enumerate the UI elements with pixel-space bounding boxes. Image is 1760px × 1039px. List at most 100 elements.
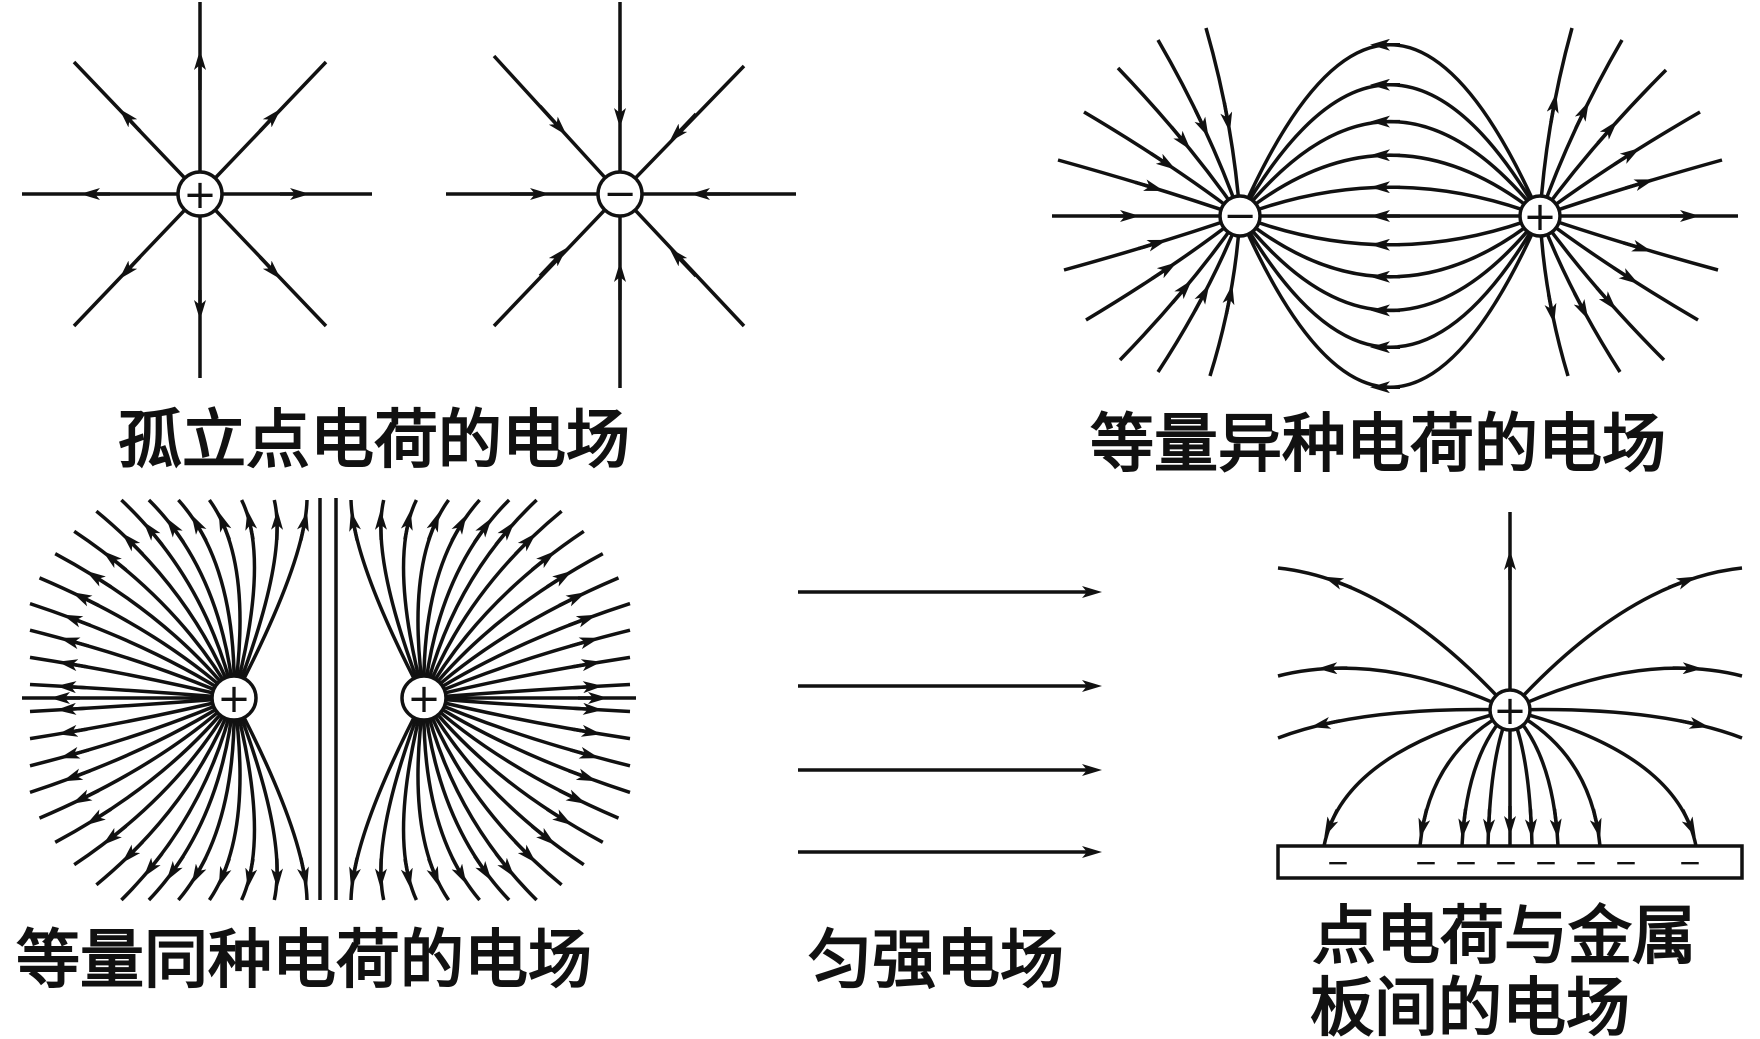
negative-charge: − bbox=[1218, 193, 1262, 239]
charge-sign: + bbox=[217, 676, 251, 722]
field-line bbox=[1239, 185, 1541, 218]
field-line bbox=[422, 576, 620, 700]
arrowhead bbox=[85, 807, 112, 826]
arrowhead bbox=[349, 857, 361, 888]
field-line bbox=[29, 696, 235, 795]
induced-charge: − bbox=[1326, 846, 1349, 879]
arrowhead bbox=[1222, 284, 1235, 315]
field-line bbox=[423, 696, 631, 795]
caption-like-charges: 等量同种电荷的电场 bbox=[16, 924, 592, 998]
field-line bbox=[422, 696, 620, 820]
arrowhead bbox=[571, 659, 602, 672]
arrowhead bbox=[1149, 151, 1176, 170]
uniform-field bbox=[798, 586, 1102, 858]
arrowhead bbox=[513, 532, 537, 556]
field-line bbox=[1238, 215, 1542, 349]
field-line bbox=[1322, 708, 1511, 847]
induced-charge: − bbox=[1614, 846, 1637, 879]
arrowhead bbox=[450, 514, 467, 542]
arrowhead bbox=[531, 824, 556, 846]
field-line bbox=[38, 696, 236, 820]
positive-charge: + bbox=[1518, 194, 1562, 240]
field-line bbox=[423, 601, 631, 700]
arrowhead bbox=[1596, 120, 1618, 145]
field-line bbox=[1208, 215, 1242, 377]
arrowhead bbox=[558, 592, 587, 608]
caption-isolated-charge: 孤立点电荷的电场 bbox=[118, 404, 630, 478]
isolated-positive-charge-field: + bbox=[22, 2, 372, 378]
arrowhead bbox=[568, 614, 597, 628]
field-line bbox=[1277, 707, 1511, 740]
field-line bbox=[422, 697, 538, 902]
field-line bbox=[423, 628, 631, 700]
field-line bbox=[422, 498, 538, 699]
arrowhead bbox=[426, 511, 440, 541]
arrowhead bbox=[245, 510, 258, 540]
charge-sign: + bbox=[1523, 194, 1557, 240]
field-line bbox=[147, 498, 236, 699]
caption-opposite-charges: 等量异种电荷的电场 bbox=[1090, 408, 1666, 482]
field-line bbox=[423, 682, 631, 700]
arrowhead bbox=[1549, 808, 1562, 839]
arrowhead bbox=[119, 255, 142, 280]
caption-uniform-field: 匀强电场 bbox=[808, 924, 1064, 998]
charge-sign: + bbox=[1493, 688, 1527, 734]
arrowhead bbox=[102, 824, 127, 846]
field-line bbox=[147, 697, 236, 902]
caption-plate-line2: 板间的电场 bbox=[1310, 972, 1630, 1039]
field-line bbox=[423, 696, 631, 741]
induced-charge: − bbox=[1678, 846, 1701, 879]
arrowhead bbox=[1546, 92, 1559, 123]
arrowhead bbox=[191, 856, 208, 885]
field-line bbox=[1239, 214, 1541, 247]
field-line bbox=[1277, 566, 1512, 712]
arrowhead bbox=[218, 857, 232, 887]
arrowhead bbox=[570, 746, 600, 759]
arrowhead bbox=[121, 532, 145, 556]
arrowhead bbox=[166, 855, 185, 881]
arrowhead bbox=[191, 514, 208, 542]
field-lines bbox=[1052, 27, 1738, 394]
field-line bbox=[422, 697, 563, 887]
field-line bbox=[73, 697, 236, 867]
field-line bbox=[29, 682, 235, 700]
field-line bbox=[29, 655, 235, 700]
charge-sign: − bbox=[603, 171, 637, 217]
field-lines bbox=[446, 2, 796, 388]
field-line bbox=[1277, 666, 1511, 712]
like-charges-field: + + bbox=[22, 498, 636, 902]
arrowhead bbox=[1544, 293, 1557, 324]
induced-charge: − bbox=[1454, 846, 1477, 879]
field-line bbox=[1508, 566, 1743, 712]
arrowhead bbox=[1418, 808, 1431, 839]
arrowhead bbox=[538, 104, 567, 136]
field-line bbox=[423, 655, 631, 700]
arrowhead bbox=[494, 852, 515, 878]
field-line bbox=[422, 552, 604, 700]
arrowhead bbox=[1681, 809, 1696, 838]
arrowhead bbox=[85, 570, 112, 589]
caption-plate-line1: 点电荷与金属 bbox=[1312, 900, 1696, 974]
induced-charge: − bbox=[1574, 846, 1597, 879]
arrowhead bbox=[1458, 808, 1471, 839]
field-line bbox=[95, 697, 236, 887]
arrowhead bbox=[1150, 262, 1177, 281]
field-line bbox=[1238, 43, 1542, 217]
arrowhead bbox=[568, 768, 597, 782]
metal-plate bbox=[1276, 844, 1744, 880]
arrowhead bbox=[572, 681, 603, 694]
arrowhead bbox=[546, 807, 573, 826]
arrowhead bbox=[1574, 101, 1589, 129]
field-line bbox=[422, 509, 563, 699]
arrowhead bbox=[1134, 179, 1164, 192]
field-line bbox=[423, 696, 631, 768]
arrowhead bbox=[57, 724, 88, 737]
opposite-charges-field: − + bbox=[1052, 27, 1738, 394]
field-lines bbox=[1277, 512, 1743, 847]
arrowhead bbox=[473, 855, 492, 881]
field-line bbox=[120, 697, 236, 902]
field-line bbox=[1083, 110, 1242, 218]
arrowhead bbox=[59, 746, 90, 759]
field-lines bbox=[22, 498, 636, 902]
induced-charge: − bbox=[1494, 846, 1517, 879]
